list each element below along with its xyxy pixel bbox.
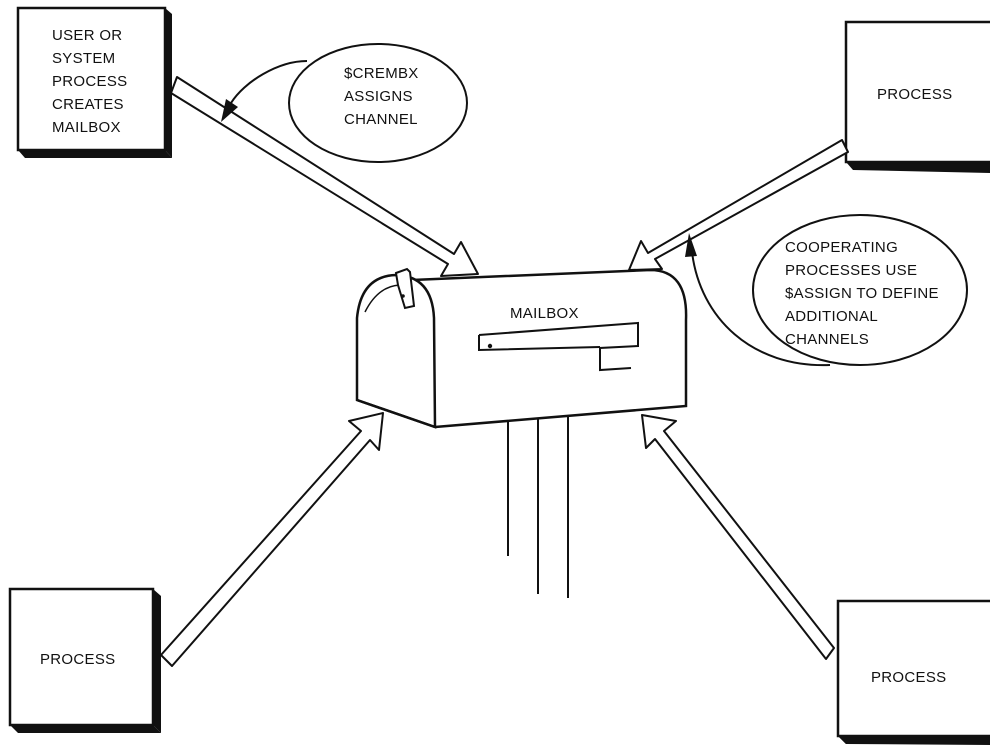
crembx-label-line-1: $CREMBX	[344, 65, 419, 82]
arrow-bottom-right-to-mailbox	[641, 414, 835, 660]
assign-label-line-2: PROCESSES USE	[785, 262, 917, 279]
assign-note: COOPERATING PROCESSES USE $ASSIGN TO DEF…	[752, 214, 968, 366]
assign-label-line-3: $ASSIGN TO DEFINE	[785, 285, 939, 302]
crembx-label-line-2: ASSIGNS	[344, 88, 413, 105]
mailbox-label: MAILBOX	[510, 305, 579, 322]
process-label-top-right: PROCESS	[877, 86, 952, 103]
mailbox-post	[507, 414, 569, 598]
mailbox-flag	[478, 321, 639, 372]
arrow-top-right-to-mailbox	[628, 139, 849, 271]
process-box-bottom-left: PROCESS	[8, 587, 161, 733]
creator-label-line-3: PROCESS	[52, 73, 127, 90]
assign-label-line-1: COOPERATING	[785, 239, 898, 256]
assign-pointer-arrow	[685, 233, 831, 367]
assign-label-line-4: ADDITIONAL	[785, 308, 878, 325]
crembx-note: $CREMBX ASSIGNS CHANNEL	[288, 43, 468, 163]
mailbox-latch	[394, 267, 416, 310]
process-box-top-right: PROCESS	[844, 20, 990, 173]
creator-label-line-1: USER OR	[52, 27, 122, 44]
crembx-pointer-arrow	[221, 60, 308, 122]
process-label-bottom-left: PROCESS	[40, 651, 115, 668]
process-label-bottom-right: PROCESS	[871, 669, 946, 686]
creator-label-line-4: CREATES	[52, 96, 124, 113]
arrow-bottom-left-to-mailbox	[160, 412, 384, 667]
assign-label-line-5: CHANNELS	[785, 331, 869, 348]
arrow-creator-to-mailbox	[170, 76, 479, 277]
process-box-bottom-right: PROCESS	[836, 599, 990, 745]
mailbox-illustration: MAILBOX	[355, 267, 688, 598]
crembx-label-line-3: CHANNEL	[344, 111, 418, 128]
creator-label-line-5: MAILBOX	[52, 119, 121, 136]
creator-process-box: USER OR SYSTEM PROCESS CREATES MAILBOX	[16, 6, 172, 158]
creator-label-line-2: SYSTEM	[52, 50, 115, 67]
